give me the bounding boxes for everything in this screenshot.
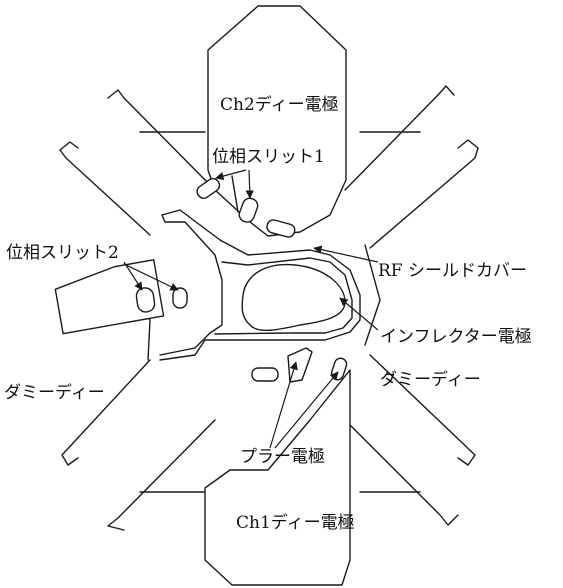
leader-arrows: [123, 169, 379, 449]
label-inflector-electrode: インフレクター電極: [380, 327, 532, 347]
phase-slits-1: [196, 177, 296, 238]
label-phase-slit-1: 位相スリット1: [212, 147, 325, 167]
label-ch2-dee: Ch2ディー電極: [220, 94, 339, 115]
ch1-dee: [204, 369, 351, 586]
phase-slits-2: [54, 259, 188, 335]
label-rf-shield-cover: RF シールドカバー: [378, 261, 527, 281]
rf-shield-cover: [159, 209, 361, 361]
label-dummy-dee-left: ダミーディー: [4, 382, 105, 403]
label-ch1-dee: Ch1ディー電極: [236, 512, 355, 533]
label-puller-electrode: プラー電極: [240, 447, 325, 467]
label-dummy-dee-right: ダミーディー: [380, 369, 481, 390]
inflector-electrode: [241, 263, 346, 331]
ch2-dee: [207, 5, 347, 237]
label-phase-slit-2: 位相スリット2: [6, 243, 119, 263]
chamber-outline: [59, 85, 479, 531]
